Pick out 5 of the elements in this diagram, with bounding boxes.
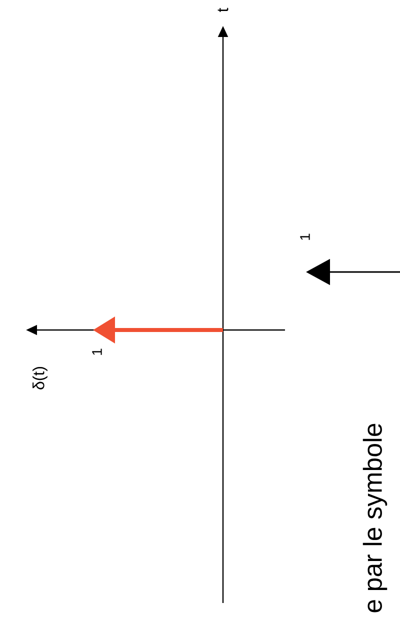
axis-label: δ(t) — [32, 366, 48, 390]
value-label: 1 — [300, 234, 310, 240]
caption-text: e par le symbole — [362, 424, 388, 612]
value-label: 1 — [92, 348, 102, 355]
axis-label: t — [218, 8, 228, 12]
